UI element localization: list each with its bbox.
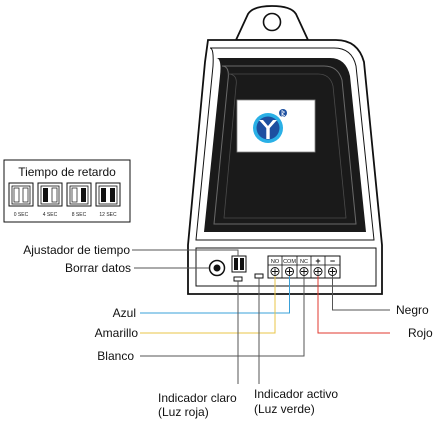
delay-setting-label: 0 SEC: [14, 212, 29, 218]
delay-setting-8: 8 SEC: [66, 182, 92, 218]
delay-time-box: Tiempo de retardo 0 SEC 4 SEC 8 SEC: [3, 159, 131, 223]
blue-wire: [140, 276, 290, 314]
terminal-block: NO COM NC + −: [267, 255, 341, 279]
white-wire: [140, 276, 305, 357]
label-time-adjuster: Ajustador de tiempo: [23, 243, 130, 257]
terminal-screw-com: [285, 267, 294, 276]
terminal-label-plus: +: [315, 256, 320, 266]
hanging-hole: [262, 12, 282, 32]
label-clear-indicator: Indicador claro: [158, 391, 237, 405]
red-wire: [317, 276, 390, 334]
terminal-screw-nc: [299, 267, 309, 276]
delay-setting-label: 8 SEC: [72, 212, 87, 218]
delay-time-title: Tiempo de retardo: [18, 165, 116, 179]
label-yellow: Amarillo: [95, 326, 139, 340]
delay-setting-label: 12 SEC: [99, 212, 117, 218]
terminal-screw-minus: [328, 267, 337, 276]
leader-lines: [132, 249, 390, 384]
label-black: Negro: [396, 303, 429, 317]
delay-setting-4: 4 SEC: [37, 182, 63, 218]
terminal-label-no: NO: [271, 259, 280, 265]
delay-setting-label: 4 SEC: [43, 212, 58, 218]
bluetooth-icon: [279, 109, 287, 118]
black-wire: [332, 276, 390, 311]
label-red: Rojo: [408, 326, 433, 340]
label-active-indicator: Indicador activo: [254, 387, 338, 401]
terminal-label-minus: −: [330, 256, 335, 266]
device: NO COM NC + −: [187, 5, 383, 295]
label-active-indicator-note: (Luz verde): [254, 402, 315, 416]
delay-setting-0: 0 SEC: [8, 182, 34, 218]
yellow-wire: [140, 276, 276, 334]
time-adjuster-switch[interactable]: [231, 255, 247, 273]
terminal-screw-plus: [313, 267, 323, 276]
terminal-label-nc: NC: [300, 259, 308, 265]
terminal-label-com: COM: [283, 259, 296, 265]
label-white: Blanco: [97, 349, 134, 363]
label-clear-indicator-note: (Luz roja): [158, 405, 209, 419]
active-indicator-led: [254, 273, 264, 279]
label-clear-data: Borrar datos: [65, 261, 131, 275]
label-blue: Azul: [113, 306, 136, 320]
y-brand-logo-icon: [253, 113, 283, 143]
time-adjuster-leader: [132, 249, 239, 256]
delay-setting-12: 12 SEC: [95, 182, 121, 218]
clear-indicator-led: [233, 276, 243, 282]
terminal-screw-no: [270, 267, 280, 276]
